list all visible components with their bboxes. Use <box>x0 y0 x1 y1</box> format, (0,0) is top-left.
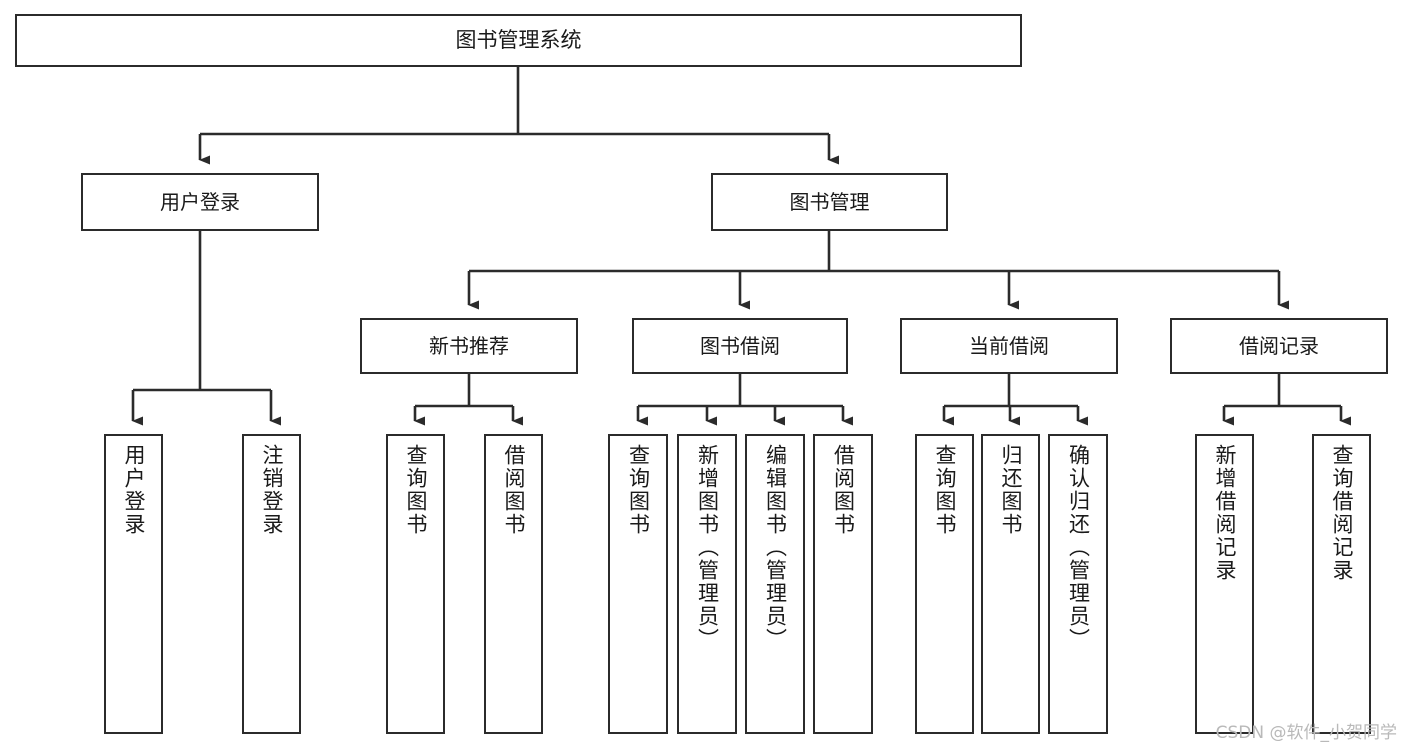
node-label: 新增借阅记录 <box>1213 444 1237 582</box>
node-label: 借阅图书 <box>831 444 856 536</box>
node-label: 新增图书（管理员） <box>695 444 720 651</box>
node-leaf-borrow-book-2[interactable]: 借阅图书 <box>813 434 873 734</box>
node-label: 查询借阅记录 <box>1330 444 1354 582</box>
node-label: 查询图书 <box>933 444 957 536</box>
node-book-borrow[interactable]: 图书借阅 <box>632 318 848 374</box>
node-leaf-edit-book[interactable]: 编辑图书（管理员） <box>745 434 805 734</box>
node-leaf-query-book-1[interactable]: 查询图书 <box>386 434 445 734</box>
node-label: 图书借阅 <box>700 333 780 358</box>
node-leaf-add-book[interactable]: 新增图书（管理员） <box>677 434 737 734</box>
node-label: 查询图书 <box>404 444 428 536</box>
node-root-system[interactable]: 图书管理系统 <box>15 14 1022 67</box>
node-label: 图书管理 <box>789 189 870 214</box>
node-label: 用户登录 <box>122 444 146 536</box>
node-leaf-query-book-3[interactable]: 查询图书 <box>915 434 974 734</box>
node-new-book-recommend[interactable]: 新书推荐 <box>360 318 578 374</box>
node-label: 归还图书 <box>999 444 1023 536</box>
node-label: 当前借阅 <box>969 333 1049 358</box>
node-leaf-confirm-return[interactable]: 确认归还（管理员） <box>1048 434 1108 734</box>
node-leaf-query-book-2[interactable]: 查询图书 <box>608 434 668 734</box>
node-label: 新书推荐 <box>429 333 509 358</box>
node-label: 查询图书 <box>626 444 651 536</box>
node-leaf-logout[interactable]: 注销登录 <box>242 434 301 734</box>
node-leaf-add-record[interactable]: 新增借阅记录 <box>1195 434 1254 734</box>
node-label: 借阅图书 <box>502 444 526 536</box>
node-current-borrow[interactable]: 当前借阅 <box>900 318 1118 374</box>
node-label: 确认归还（管理员） <box>1066 444 1091 651</box>
node-book-management[interactable]: 图书管理 <box>711 173 948 231</box>
node-leaf-user-login[interactable]: 用户登录 <box>104 434 163 734</box>
node-leaf-return-book[interactable]: 归还图书 <box>981 434 1040 734</box>
node-leaf-query-record[interactable]: 查询借阅记录 <box>1312 434 1371 734</box>
node-borrow-record[interactable]: 借阅记录 <box>1170 318 1388 374</box>
node-label: 用户登录 <box>160 189 240 214</box>
node-label: 编辑图书（管理员） <box>763 444 788 651</box>
node-label: 注销登录 <box>260 444 284 536</box>
node-label: 借阅记录 <box>1239 333 1319 358</box>
node-label: 图书管理系统 <box>455 28 582 53</box>
node-leaf-borrow-book-1[interactable]: 借阅图书 <box>484 434 543 734</box>
node-user-login[interactable]: 用户登录 <box>81 173 319 231</box>
